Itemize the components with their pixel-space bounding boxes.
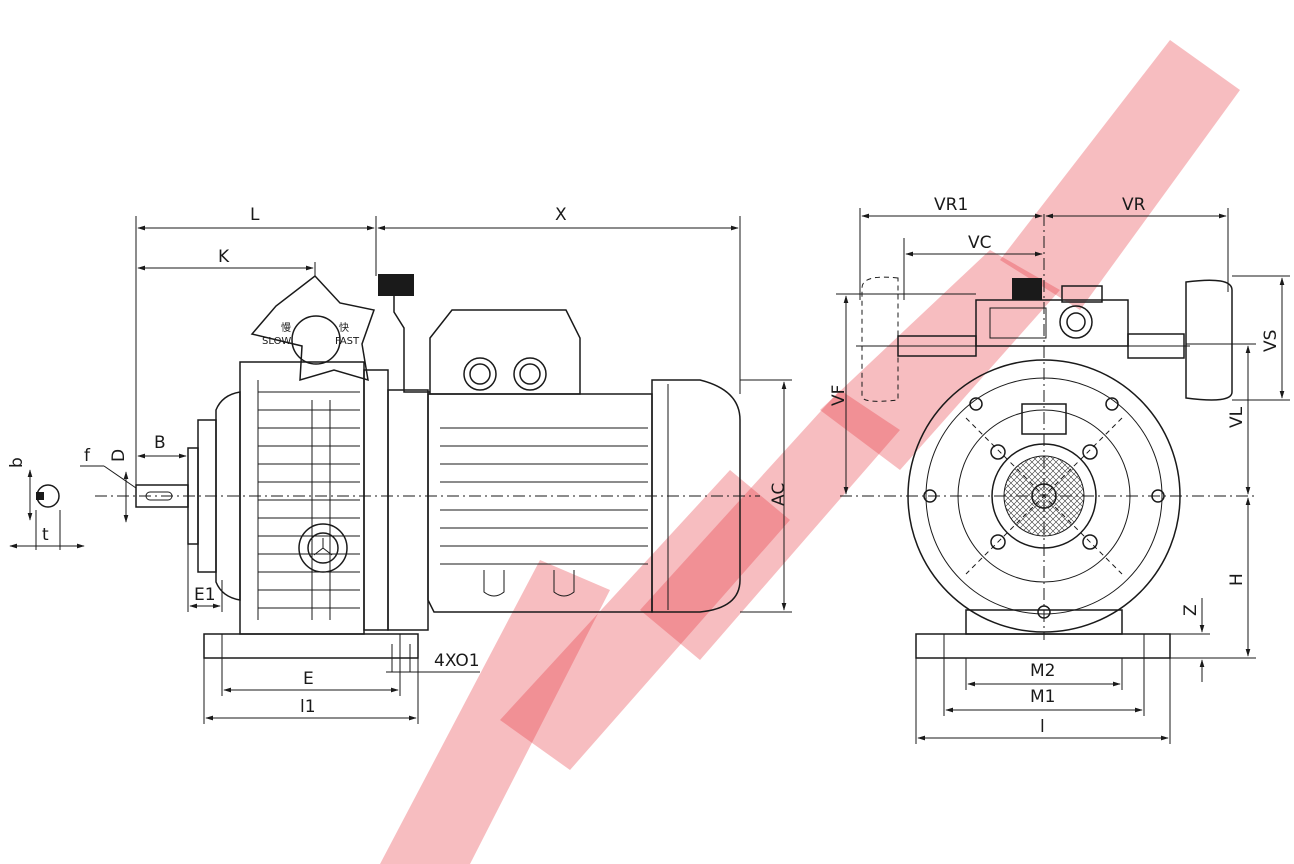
cable-gland-2-inner bbox=[519, 363, 541, 385]
inner-bolts bbox=[990, 444, 1098, 550]
front-center bbox=[1031, 483, 1057, 509]
dim-I1: l1 bbox=[300, 697, 316, 717]
dim-H: H bbox=[1227, 573, 1247, 586]
sight-glass-mark bbox=[313, 538, 333, 556]
cable-gland-1 bbox=[463, 357, 497, 391]
adjuster-cap bbox=[1061, 285, 1103, 303]
dim-M2: M2 bbox=[1030, 661, 1055, 681]
side-view: 慢 快 SLOW FAST bbox=[95, 274, 760, 659]
terminal-box bbox=[429, 309, 581, 395]
adjuster-screw bbox=[1012, 278, 1042, 300]
adjuster-boss bbox=[1059, 305, 1093, 339]
watermark-letter-2 bbox=[500, 470, 790, 770]
front-top-block bbox=[1021, 403, 1067, 435]
watermark-letter-1 bbox=[380, 560, 610, 864]
shaft-keyway bbox=[145, 491, 173, 501]
dim-D: D bbox=[109, 449, 129, 462]
motor-fins bbox=[440, 427, 648, 565]
shaft-key-section bbox=[36, 492, 44, 500]
gearbox-body bbox=[239, 361, 365, 635]
dim-AC: AC bbox=[769, 483, 789, 506]
front-base-pad bbox=[965, 609, 1123, 635]
watermark-letter-5 bbox=[1000, 40, 1240, 310]
knob-slow-cn: 慢 bbox=[281, 322, 291, 334]
dim-VS: VS bbox=[1261, 330, 1281, 352]
base-foot bbox=[203, 633, 419, 659]
dim-E: E bbox=[303, 669, 314, 689]
front-knob-left bbox=[861, 276, 899, 402]
cable-gland-1-inner bbox=[469, 363, 491, 385]
dim-K: K bbox=[218, 247, 230, 267]
watermark bbox=[380, 40, 1240, 864]
adjuster-boss-inner bbox=[1066, 312, 1086, 332]
dim-b: b bbox=[7, 457, 27, 468]
watermark-letter-3 bbox=[640, 390, 900, 660]
front-knob-right bbox=[1185, 279, 1233, 401]
spindle-right bbox=[1127, 333, 1185, 359]
front-inner-ring bbox=[957, 409, 1131, 583]
dim-M1: M1 bbox=[1030, 687, 1055, 707]
outer-bolts bbox=[923, 397, 1165, 619]
sight-glass-inner bbox=[307, 532, 339, 564]
dim-VL: VL bbox=[1227, 406, 1247, 428]
knob-slow: SLOW bbox=[262, 336, 291, 347]
dim-f: f bbox=[84, 446, 91, 466]
dim-I: l bbox=[1040, 717, 1045, 737]
dim-B: B bbox=[154, 433, 166, 453]
bolt-circle bbox=[925, 377, 1163, 615]
front-dimensions: VR1 VR VC VF VS VL H Z M2 bbox=[829, 195, 1290, 744]
speed-knob bbox=[250, 274, 375, 382]
dim-E1: E1 bbox=[194, 585, 216, 605]
knob-hub bbox=[291, 315, 341, 365]
dim-VR: VR bbox=[1122, 195, 1146, 215]
front-view bbox=[840, 214, 1258, 659]
dim-VC: VC bbox=[968, 233, 992, 253]
side-dimensions: L X K B D f b t E1 E bbox=[7, 205, 792, 724]
dim-Z: Z bbox=[1181, 604, 1201, 616]
spindle-left bbox=[897, 335, 977, 357]
dim-VF: VF bbox=[829, 385, 849, 406]
cable-gland-2 bbox=[513, 357, 547, 391]
fan-cover bbox=[651, 379, 741, 613]
screw-bracket bbox=[393, 296, 430, 393]
motor-body bbox=[427, 393, 653, 613]
adjuster-inner bbox=[989, 307, 1047, 339]
front-base bbox=[915, 633, 1171, 659]
dim-VR1: VR1 bbox=[934, 195, 968, 215]
watermark-letter-4 bbox=[820, 250, 1060, 470]
motor-tab-2 bbox=[553, 570, 575, 597]
motor-tab-1 bbox=[483, 570, 505, 597]
dim-X: X bbox=[555, 205, 567, 225]
knob-fast: FAST bbox=[335, 336, 360, 347]
adjust-screw bbox=[378, 274, 414, 296]
sight-glass bbox=[298, 523, 348, 573]
front-flange-circle bbox=[907, 359, 1181, 633]
dim-L: L bbox=[250, 205, 260, 225]
gearbox-fins bbox=[257, 380, 360, 620]
dim-hole: 4XO1 bbox=[434, 651, 480, 671]
dim-t: t bbox=[42, 525, 49, 545]
housing-ring bbox=[387, 389, 429, 631]
front-hub bbox=[991, 443, 1097, 549]
knob-fast-cn: 快 bbox=[339, 322, 349, 334]
housing-flange bbox=[363, 369, 389, 631]
